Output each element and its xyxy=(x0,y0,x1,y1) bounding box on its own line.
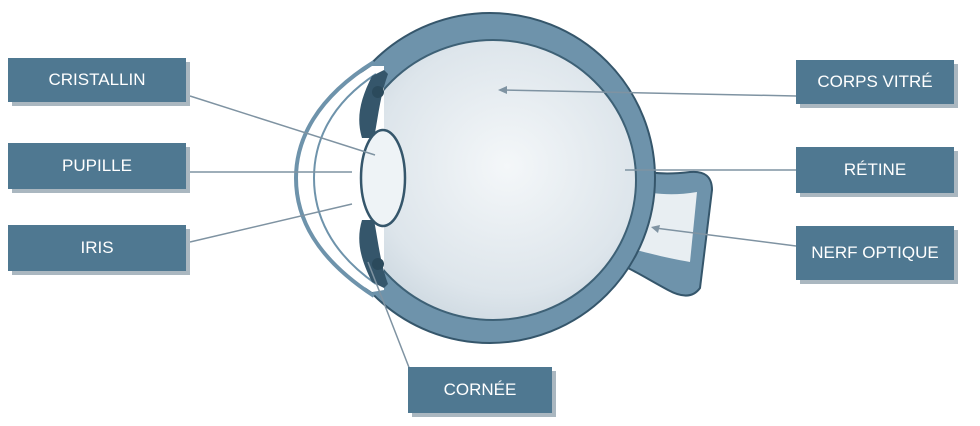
label-retine: RÉTINE xyxy=(796,147,954,193)
label-pupille: PUPILLE xyxy=(8,143,186,189)
lens xyxy=(361,130,405,226)
label-cornee: CORNÉE xyxy=(408,367,552,413)
label-cristallin: CRISTALLIN xyxy=(8,58,186,102)
ciliary-top xyxy=(372,86,384,98)
ciliary-bottom xyxy=(372,258,384,270)
label-nerf-optique: NERF OPTIQUE xyxy=(796,226,954,280)
label-corps-vitre: CORPS VITRÉ xyxy=(796,60,954,104)
label-iris: IRIS xyxy=(8,225,186,271)
